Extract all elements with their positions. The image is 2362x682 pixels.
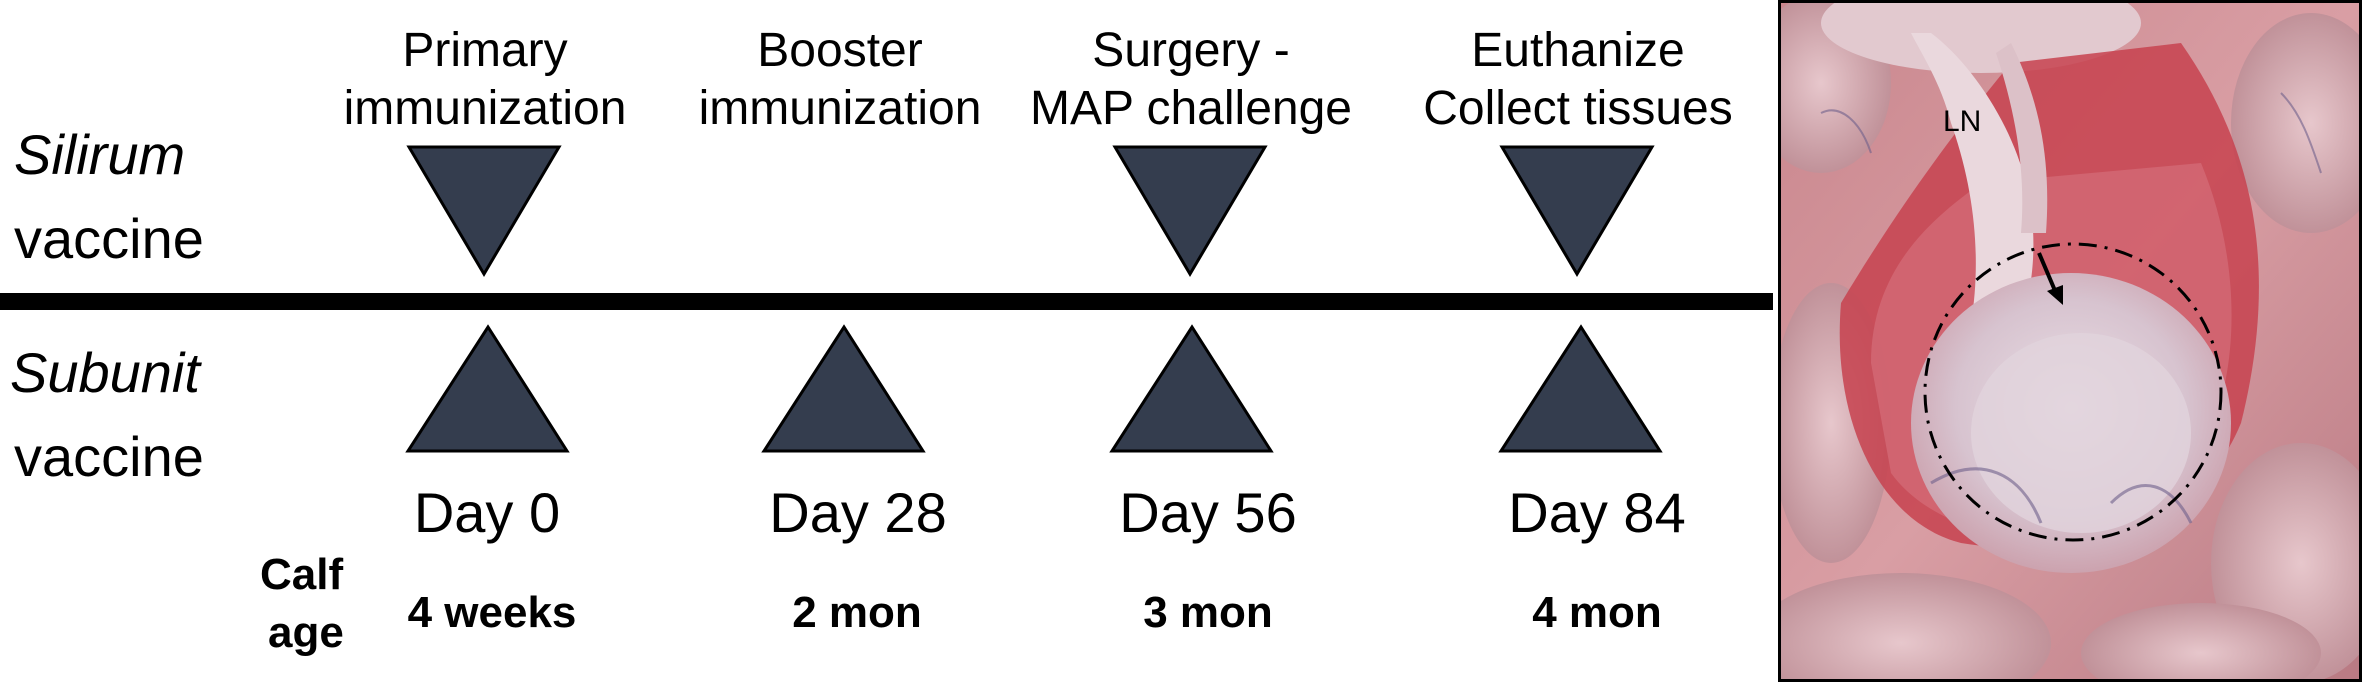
event-label-line1: Primary — [402, 24, 568, 77]
lymph-node-label: LN — [1943, 105, 1982, 138]
event-label-line2: immunization — [698, 82, 982, 135]
triangle-up-day84 — [1498, 324, 1663, 453]
intestine-photo-illustration — [1781, 3, 2359, 679]
event-label-line1: Surgery - — [1092, 24, 1290, 77]
calf-age-28: 2 mon — [792, 588, 922, 637]
triangle-markers — [405, 145, 1663, 453]
day-label-84: Day 84 — [1508, 481, 1686, 544]
event-label-line2: Collect tissues — [1423, 82, 1733, 135]
day-label-28: Day 28 — [769, 481, 947, 544]
triangle-up-day0 — [405, 324, 570, 453]
event-label-line2: MAP challenge — [1030, 82, 1352, 135]
event-label-euthanize: Euthanize Collect tissues — [1398, 22, 1758, 138]
calf-age-84: 4 mon — [1532, 588, 1662, 637]
triangle-up-day28 — [761, 324, 926, 453]
lesion-circle-marker — [1923, 242, 2223, 542]
group-divider-line — [0, 293, 1773, 310]
group-subunit-name: Subunit — [10, 341, 200, 404]
triangle-down-day56 — [1112, 145, 1268, 277]
event-label-line1: Euthanize — [1471, 24, 1685, 77]
triangle-down-day0 — [406, 145, 562, 277]
intestine-photo: LN — [1778, 0, 2362, 682]
event-label-primary: Primary immunization — [305, 22, 665, 138]
day-label-0: Day 0 — [413, 481, 561, 544]
event-label-booster: Booster immunization — [660, 22, 1020, 138]
calf-age-56: 3 mon — [1143, 588, 1273, 637]
event-label-surgery: Surgery - MAP challenge — [1011, 22, 1371, 138]
triangle-down-day84 — [1499, 145, 1655, 277]
day-label-56: Day 56 — [1119, 481, 1297, 544]
calf-age-label-line2: age — [268, 608, 344, 657]
event-label-line1: Booster — [757, 24, 923, 77]
lesion-arrow — [2037, 252, 2058, 294]
calf-age-0: 4 weeks — [407, 588, 577, 637]
group-silirum-name: Silirum — [14, 123, 186, 186]
group-silirum-word: vaccine — [14, 207, 204, 270]
group-subunit-word: vaccine — [14, 425, 204, 488]
triangle-up-day56 — [1109, 324, 1274, 453]
event-label-line2: immunization — [343, 82, 627, 135]
calf-age-label-line1: Calf — [260, 550, 344, 599]
